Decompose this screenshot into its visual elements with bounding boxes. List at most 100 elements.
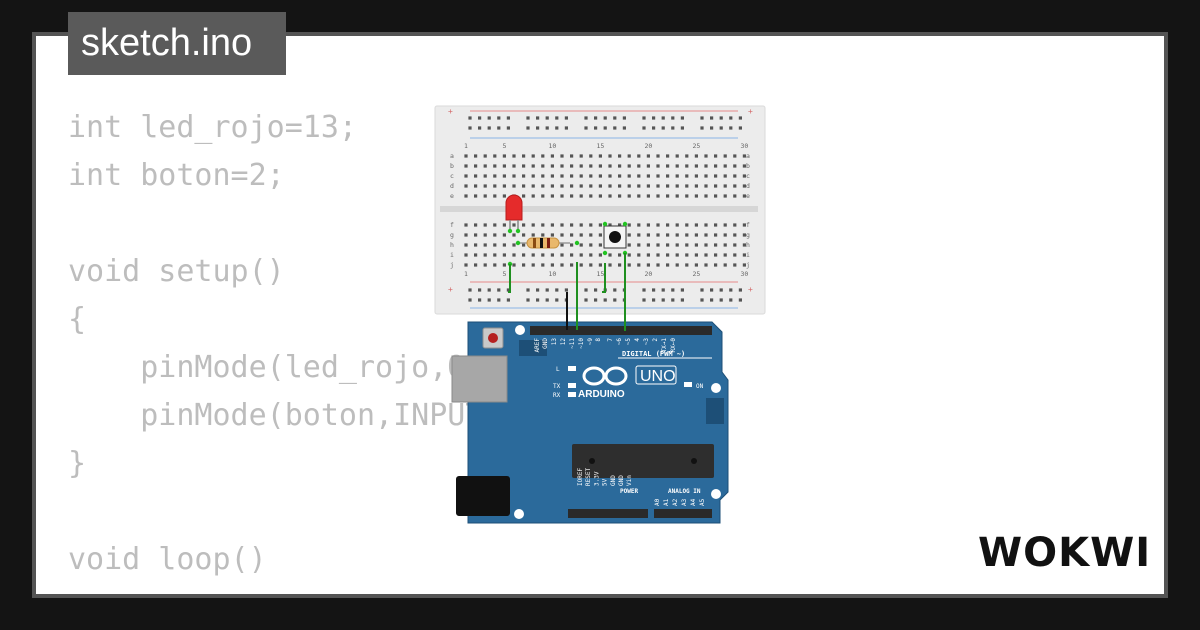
breadboard-hole <box>474 243 478 247</box>
breadboard-hole <box>468 116 472 120</box>
breadboard-hole <box>545 288 549 292</box>
row-letter: e <box>450 192 454 200</box>
power-pin-labels: IOREF RESET 3.3V 5V GND GND Vin <box>577 468 633 486</box>
connection-point <box>507 228 513 234</box>
breadboard-hole <box>579 174 583 178</box>
breadboard-hole <box>483 253 487 257</box>
breadboard-hole <box>464 174 468 178</box>
breadboard-hole <box>704 194 708 198</box>
breadboard-hole <box>608 174 612 178</box>
breadboard-hole <box>627 243 631 247</box>
row-letter: e <box>746 192 750 200</box>
breadboard-hole <box>493 263 497 267</box>
breadboard-hole <box>478 298 482 302</box>
breadboard-hole <box>652 288 656 292</box>
breadboard-hole <box>598 263 602 267</box>
row-letter: h <box>450 241 454 249</box>
breadboard-hole <box>723 243 727 247</box>
breadboard-hole <box>656 263 660 267</box>
breadboard-hole <box>468 298 472 302</box>
breadboard-hole <box>560 263 564 267</box>
breadboard-hole <box>598 184 602 188</box>
breadboard-hole <box>666 154 670 158</box>
breadboard-holes <box>464 116 746 302</box>
digital-pin-header <box>530 326 712 335</box>
digital-header-label: DIGITAL (PWM ~) <box>622 350 685 358</box>
row-letter: b <box>746 162 750 170</box>
breadboard-hole <box>675 184 679 188</box>
breadboard-hole <box>541 164 545 168</box>
breadboard-hole <box>598 233 602 237</box>
pin-label: ~6 <box>616 338 623 346</box>
mounting-hole <box>711 383 721 393</box>
breadboard-hole <box>608 223 612 227</box>
breadboard-hole <box>598 174 602 178</box>
red-led[interactable] <box>505 194 523 231</box>
breadboard-hole <box>564 116 568 120</box>
breadboard-hole <box>710 298 714 302</box>
column-number: 5 <box>502 142 506 150</box>
breadboard-hole <box>493 233 497 237</box>
breadboard-hole <box>656 243 660 247</box>
breadboard-hole <box>642 116 646 120</box>
chip-notch <box>589 458 595 464</box>
breadboard-hole <box>719 298 723 302</box>
breadboard-hole <box>598 223 602 227</box>
breadboard-hole <box>536 116 540 120</box>
breadboard-hole <box>541 223 545 227</box>
breadboard-hole <box>594 298 598 302</box>
breadboard-hole <box>685 184 689 188</box>
breadboard-hole <box>531 223 535 227</box>
mounting-hole <box>515 325 525 335</box>
arduino-uno-board[interactable]: DIGITAL (PWM ~) ARDUINO UNO L TX RX ON P… <box>451 321 729 524</box>
row-letter: d <box>746 182 750 190</box>
icsp-header-right <box>706 398 724 424</box>
breadboard-hole <box>656 233 660 237</box>
breadboard-hole <box>742 233 746 237</box>
breadboard-hole <box>487 126 491 130</box>
breadboard-hole <box>464 253 468 257</box>
breadboard-hole <box>522 164 526 168</box>
breadboard-hole <box>531 253 535 257</box>
breadboard-hole <box>589 223 593 227</box>
breadboard-hole <box>733 194 737 198</box>
resistor-band <box>547 238 550 248</box>
breadboard-hole <box>464 263 468 267</box>
breadboard-hole <box>685 154 689 158</box>
breadboard-hole <box>618 174 622 178</box>
breadboard-hole <box>742 253 746 257</box>
led-rx-label: RX <box>553 392 561 399</box>
breadboard-hole <box>550 253 554 257</box>
breadboard-hole <box>560 233 564 237</box>
push-button[interactable] <box>603 225 627 249</box>
breadboard-hole <box>714 174 718 178</box>
code-line: void setup() <box>68 254 285 289</box>
breadboard-hole <box>531 233 535 237</box>
breadboard-hole <box>541 253 545 257</box>
breadboard-hole <box>685 223 689 227</box>
breadboard-hole <box>522 243 526 247</box>
breadboard-hole <box>464 223 468 227</box>
breadboard-hole <box>618 164 622 168</box>
breadboard-hole <box>723 223 727 227</box>
breadboard-hole <box>584 298 588 302</box>
resistor[interactable] <box>518 237 570 249</box>
breadboard-hole <box>493 154 497 158</box>
breadboard-hole <box>541 184 545 188</box>
breadboard-hole <box>531 184 535 188</box>
file-tab[interactable]: sketch.ino <box>68 12 286 75</box>
wokwi-logo[interactable]: WOKWI <box>976 526 1154 576</box>
breadboard-hole <box>502 184 506 188</box>
breadboard-hole <box>704 223 708 227</box>
pin-label: ~11 <box>569 338 576 349</box>
breadboard-hole <box>671 288 675 292</box>
led-l <box>568 366 576 371</box>
breadboard-labels: 1 5 10 15 20 25 30 1 5 10 15 20 25 30 a … <box>450 142 750 278</box>
breadboard-hole <box>642 298 646 302</box>
breadboard-hole <box>714 184 718 188</box>
breadboard-hole <box>666 164 670 168</box>
uno-label-box <box>635 365 677 385</box>
breadboard-hole <box>541 174 545 178</box>
row-letter: a <box>746 152 750 160</box>
breadboard-hole <box>656 154 660 158</box>
